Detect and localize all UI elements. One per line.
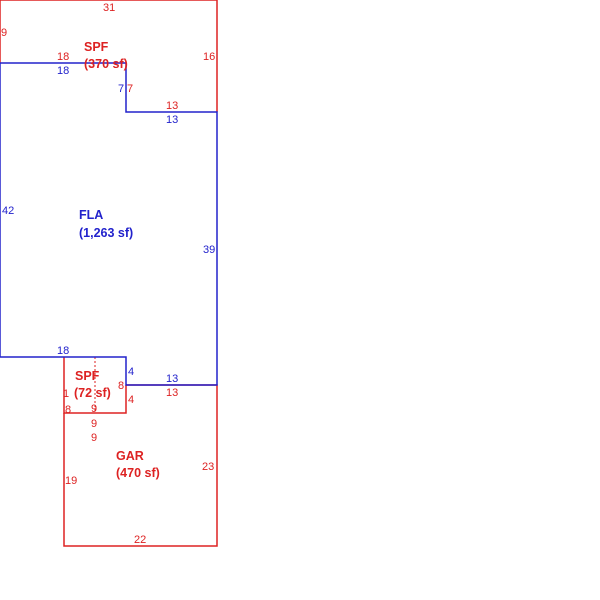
dim-label: 1 [63, 388, 69, 400]
dim-label: 18 [57, 51, 69, 63]
gar-size: (470 sf) [116, 466, 160, 480]
dim-label: 39 [203, 244, 215, 256]
dim-label: 13 [166, 373, 178, 385]
fla-outline [0, 62, 218, 386]
dim-label: 13 [166, 114, 178, 126]
dim-label: 23 [202, 461, 214, 473]
spf-small-size: (72 sf) [74, 386, 111, 400]
fla-size: (1,263 sf) [79, 226, 133, 240]
dim-label: 9 [91, 432, 97, 444]
dim-label: 13 [166, 387, 178, 399]
dim-label: 4 [128, 394, 134, 406]
dim-label: 9 [1, 27, 7, 39]
dim-label: 8 [65, 404, 71, 416]
dim-label: 18 [57, 65, 69, 77]
spf-top-outline [0, 0, 218, 112]
dim-label: 42 [2, 205, 14, 217]
gar-name: GAR [116, 449, 144, 463]
dim-label: 9 [91, 418, 97, 430]
dim-label: 7 [127, 83, 133, 95]
spf-small-name: SPF [75, 369, 100, 383]
dim-label: 13 [166, 100, 178, 112]
dim-label: 7 [118, 83, 124, 95]
dim-label: 4 [128, 366, 134, 378]
dim-label: 8 [118, 380, 124, 392]
dim-label: 31 [103, 2, 115, 14]
dim-label: 18 [57, 345, 69, 357]
dim-label: 9 [91, 403, 97, 415]
spf-top-size: (370 sf) [84, 57, 128, 71]
dim-label: 16 [203, 51, 215, 63]
spf-top-name: SPF [84, 40, 109, 54]
dim-label: 22 [134, 534, 146, 546]
dim-label: 19 [65, 475, 77, 487]
fla-name: FLA [79, 208, 103, 222]
spf-small-outline [63, 357, 127, 414]
